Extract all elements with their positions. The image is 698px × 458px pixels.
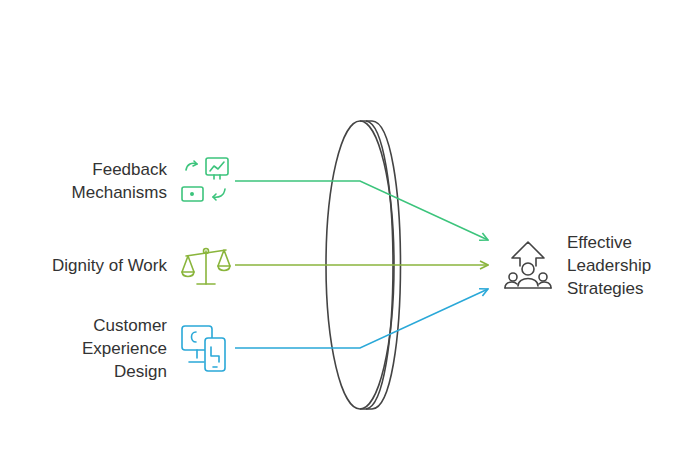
source-label: Dignity of Work	[20, 250, 235, 280]
node-text: Customer Experience Design	[62, 314, 167, 383]
source-label: Feedback Mechanisms	[20, 150, 235, 212]
connector-arrow	[235, 181, 488, 240]
node-text: Effective Leadership Strategies	[567, 231, 667, 300]
target-label: Effective Leadership Strategies	[488, 225, 668, 305]
source-label: Customer Experience Design	[20, 302, 235, 394]
node-text: Dignity of Work	[17, 254, 167, 277]
customer-icon	[182, 326, 225, 371]
connector-arrow	[235, 264, 488, 266]
feedback-icon	[182, 158, 228, 201]
connector-arrow	[235, 289, 488, 348]
node-text: Feedback Mechanisms	[62, 158, 167, 204]
scales-icon	[182, 249, 230, 285]
leadership-icon	[505, 242, 551, 288]
